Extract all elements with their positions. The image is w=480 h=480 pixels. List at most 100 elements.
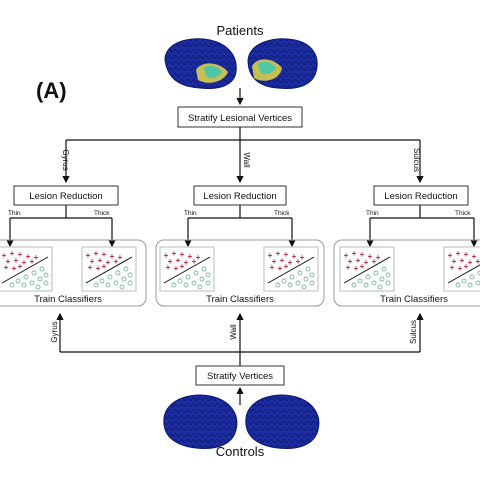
class-cross-marker: + — [98, 256, 103, 265]
classifier-plot: ++++++++++++ — [443, 246, 480, 292]
classifier-plot: ++++++++++++ — [263, 246, 319, 292]
class-cross-marker: + — [102, 250, 107, 259]
class-cross-marker: + — [114, 257, 119, 266]
class-circle-marker — [43, 272, 49, 278]
class-circle-marker — [113, 280, 119, 286]
panel-label: (A) — [36, 78, 67, 103]
class-cross-marker: + — [468, 258, 473, 267]
class-circle-marker — [477, 270, 480, 276]
class-cross-marker: + — [364, 258, 369, 267]
class-circle-marker — [301, 284, 307, 290]
class-cross-marker: + — [18, 250, 23, 259]
strata-top-gyrus: Gyrus — [61, 149, 70, 170]
class-cross-marker: + — [192, 257, 197, 266]
classifier-plot: ++++++++++++ — [81, 246, 137, 292]
class-circle-marker — [385, 280, 391, 286]
strata-bottom-sulcus: Sulcus — [409, 320, 418, 344]
class-cross-marker: + — [22, 258, 27, 267]
bottom-branches — [56, 312, 424, 366]
stratify-controls-box: Stratify Vertices — [195, 365, 285, 386]
class-cross-marker: + — [346, 263, 351, 272]
train-label-wall: Train Classifiers — [206, 294, 274, 305]
decision-boundary — [1, 256, 49, 284]
class-circle-marker — [197, 284, 203, 290]
class-cross-marker: + — [376, 253, 381, 262]
thick-label-sulcus: Thick — [455, 210, 471, 217]
reduction-label-sulcus: Lesion Reduction — [384, 191, 457, 202]
decision-boundary — [267, 256, 315, 284]
class-cross-marker: + — [96, 264, 101, 273]
class-circle-marker — [373, 270, 379, 276]
stratify-lesional-label: Stratify Lesional Vertices — [188, 113, 292, 124]
class-cross-marker: + — [90, 257, 95, 266]
class-cross-marker: + — [180, 262, 185, 271]
classifier-plot: ++++++++++++ — [339, 246, 395, 292]
class-circle-marker — [43, 280, 49, 286]
class-circle-marker — [295, 280, 301, 286]
class-circle-marker — [469, 274, 475, 280]
class-circle-marker — [35, 284, 41, 290]
class-circle-marker — [379, 276, 385, 282]
class-circle-marker — [381, 266, 387, 272]
class-circle-marker — [475, 280, 480, 286]
class-circle-marker — [205, 280, 211, 286]
class-cross-marker: + — [354, 264, 359, 273]
class-circle-marker — [31, 270, 37, 276]
class-cross-marker: + — [452, 257, 457, 266]
class-cross-marker: + — [268, 251, 273, 260]
class-cross-marker: + — [12, 264, 17, 273]
class-cross-marker: + — [448, 251, 453, 260]
class-circle-marker — [365, 274, 371, 280]
class-cross-marker: + — [344, 251, 349, 260]
class-circle-marker — [183, 282, 189, 288]
class-cross-marker: + — [352, 249, 357, 258]
class-cross-marker: + — [458, 264, 463, 273]
class-cross-marker: + — [456, 249, 461, 258]
class-cross-marker: + — [292, 252, 297, 261]
class-cross-marker: + — [196, 253, 201, 262]
plot-frame — [443, 246, 480, 292]
class-circle-marker — [99, 278, 105, 284]
class-cross-marker: + — [166, 263, 171, 272]
class-circle-marker — [281, 278, 287, 284]
train-label-sulcus: Train Classifiers — [380, 294, 448, 305]
class-circle-marker — [9, 282, 15, 288]
class-circle-marker — [107, 274, 113, 280]
class-circle-marker — [37, 276, 43, 282]
class-cross-marker: + — [168, 257, 173, 266]
class-circle-marker — [287, 282, 293, 288]
class-circle-marker — [357, 278, 363, 284]
train-label-gyrus: Train Classifiers — [34, 294, 102, 305]
class-cross-marker: + — [360, 262, 365, 271]
class-cross-marker: + — [14, 256, 19, 265]
class-cross-marker: + — [164, 251, 169, 260]
class-cross-marker: + — [86, 251, 91, 260]
thick-label-wall: Thick — [274, 210, 290, 217]
classifier-plot: ++++++++++++ — [159, 246, 215, 292]
column-gyrus: Gyrus Lesion Reduction Thin Thick Gyrus … — [0, 149, 147, 343]
classifier-plot: ++++++++++++ — [0, 246, 53, 292]
class-cross-marker: + — [284, 262, 289, 271]
class-cross-marker: + — [4, 263, 9, 272]
thick-label-gyrus: Thick — [94, 210, 110, 217]
class-circle-marker — [23, 274, 29, 280]
class-circle-marker — [351, 282, 357, 288]
class-cross-marker: + — [118, 253, 123, 262]
control-brain-left — [163, 394, 238, 449]
column-sulcus: Sulcus Lesion Reduction Thin Thick Sulcu… — [333, 148, 480, 344]
class-cross-marker: + — [288, 258, 293, 267]
class-circle-marker — [15, 278, 21, 284]
patient-brain-right — [247, 38, 318, 89]
class-cross-marker: + — [18, 262, 23, 271]
class-cross-marker: + — [94, 249, 99, 258]
decision-boundary — [85, 256, 133, 284]
class-circle-marker — [191, 280, 197, 286]
class-circle-marker — [193, 270, 199, 276]
class-cross-marker: + — [176, 256, 181, 265]
class-circle-marker — [297, 270, 303, 276]
class-cross-marker: + — [102, 262, 107, 271]
class-cross-marker: + — [296, 257, 301, 266]
class-cross-marker: + — [174, 264, 179, 273]
class-cross-marker: + — [6, 257, 11, 266]
class-cross-marker: + — [2, 251, 7, 260]
